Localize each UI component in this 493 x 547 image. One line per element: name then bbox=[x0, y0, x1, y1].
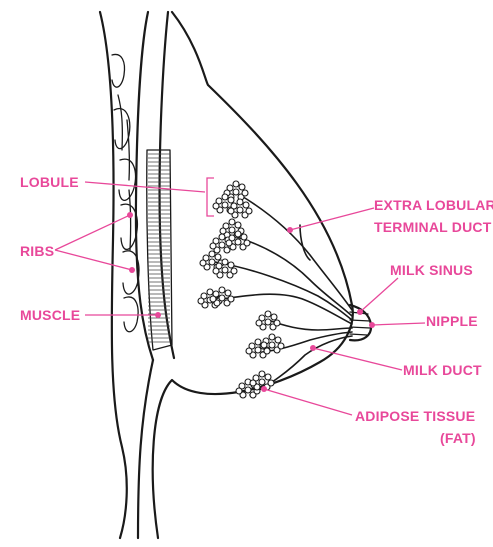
pointer-dot-adipose bbox=[261, 386, 267, 392]
body-outline bbox=[100, 12, 353, 538]
pointer-dot-milk-sinus bbox=[357, 309, 363, 315]
label-extra-lobular-line1: EXTRA LOBULAR bbox=[374, 197, 493, 213]
leader-nipple bbox=[372, 323, 425, 325]
labels: LOBULE RIBS MUSCLE EXTRA LOBULAR TERMINA… bbox=[20, 174, 493, 446]
label-ribs: RIBS bbox=[20, 243, 54, 259]
label-extra-lobular-line2: TERMINAL DUCT bbox=[374, 219, 492, 235]
label-milk-duct: MILK DUCT bbox=[403, 362, 482, 378]
leader-extra-lobular bbox=[290, 208, 374, 230]
leader-adipose bbox=[264, 389, 352, 415]
pointer-dot-milk-duct bbox=[310, 345, 316, 351]
label-muscle: MUSCLE bbox=[20, 307, 80, 323]
pointer-dot-ribs-upper bbox=[127, 212, 133, 218]
lobule-bracket bbox=[207, 178, 214, 216]
leader-lobule bbox=[85, 182, 205, 192]
label-adipose-line2: (FAT) bbox=[440, 430, 476, 446]
label-adipose-line1: ADIPOSE TISSUE bbox=[355, 408, 475, 424]
ribs bbox=[112, 54, 139, 331]
pointer-dot-ribs-lower bbox=[129, 267, 135, 273]
label-milk-sinus: MILK SINUS bbox=[390, 262, 473, 278]
leader-ribs-upper bbox=[55, 215, 130, 250]
label-lobule: LOBULE bbox=[20, 174, 79, 190]
duct-system bbox=[198, 181, 371, 398]
pointer-dot-extra-lobular bbox=[287, 227, 293, 233]
pointer-dot-muscle bbox=[155, 312, 161, 318]
lobule-cluster bbox=[210, 287, 234, 306]
lobule-cluster bbox=[256, 311, 280, 330]
pointer-dot-nipple bbox=[369, 322, 375, 328]
label-nipple: NIPPLE bbox=[426, 313, 478, 329]
leader-ribs-lower bbox=[55, 250, 132, 270]
leader-milk-sinus bbox=[360, 278, 398, 312]
